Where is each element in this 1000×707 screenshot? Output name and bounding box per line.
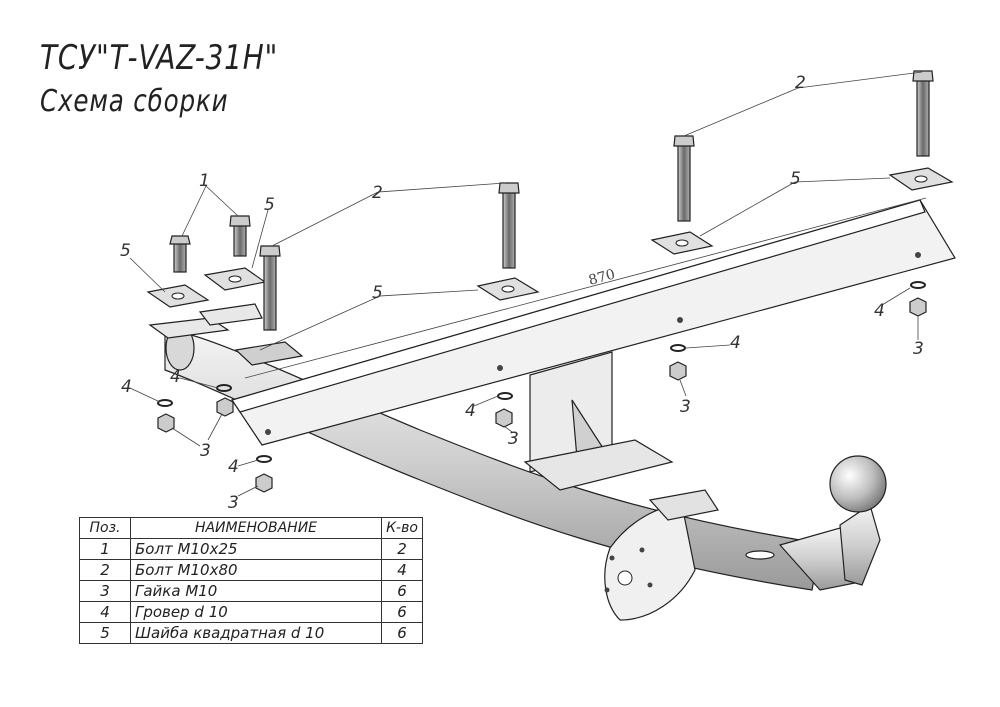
drawing-subtitle: Схема сборки (40, 84, 229, 119)
callout-2a: 2 (372, 183, 383, 203)
callout-1: 1 (199, 171, 210, 191)
header-qty: К-во (381, 517, 423, 539)
callout-numbers: 1 2 2 5 5 5 5 4 4 4 4 4 4 3 3 3 3 3 (120, 73, 924, 513)
parts-table: Поз. НАИМЕНОВАНИЕ К-во 1 Болт М10х25 2 2… (79, 517, 423, 644)
mounting-beam (231, 199, 956, 446)
leader-lines (129, 71, 923, 497)
table-row: 2 Болт М10х80 4 (79, 559, 423, 581)
hitch-plate (604, 489, 719, 621)
callout-3d: 3 (680, 397, 691, 417)
callout-5b: 5 (264, 195, 275, 215)
square-washers (146, 167, 954, 308)
header-pos: Поз. (79, 517, 131, 539)
callout-3a: 3 (200, 441, 211, 461)
callout-4d: 4 (465, 401, 476, 421)
bolts (169, 70, 934, 331)
callout-3e: 3 (913, 339, 924, 359)
callout-4a: 4 (121, 377, 132, 397)
callout-4e: 4 (730, 333, 741, 353)
dimension-870: 870 (244, 197, 927, 379)
callout-3c: 3 (508, 429, 519, 449)
callout-5c: 5 (372, 283, 383, 303)
table-row: 4 Гровер d 10 6 (79, 601, 423, 623)
callout-5a: 5 (120, 241, 131, 261)
header-name: НАИМЕНОВАНИЕ (130, 517, 382, 539)
table-row: 5 Шайба квадратная d 10 6 (79, 622, 423, 644)
tow-ball (745, 455, 887, 591)
dimension-label: 870 (587, 266, 617, 288)
table-row: 1 Болт М10х25 2 (79, 538, 423, 560)
drawing-title: ТСУ"Т-VAZ-31H" (40, 38, 279, 78)
table-row: 3 Гайка М10 6 (79, 580, 423, 602)
support-bracket (523, 351, 674, 491)
callout-4b: 4 (170, 367, 181, 387)
callout-3b: 3 (228, 493, 239, 513)
callout-4c: 4 (228, 457, 239, 477)
callout-5d: 5 (790, 169, 801, 189)
nuts-and-washers (157, 281, 927, 493)
callout-4f: 4 (874, 301, 885, 321)
callout-2b: 2 (795, 73, 806, 93)
left-brackets (148, 303, 304, 366)
table-header-row: Поз. НАИМЕНОВАНИЕ К-во (79, 517, 423, 539)
